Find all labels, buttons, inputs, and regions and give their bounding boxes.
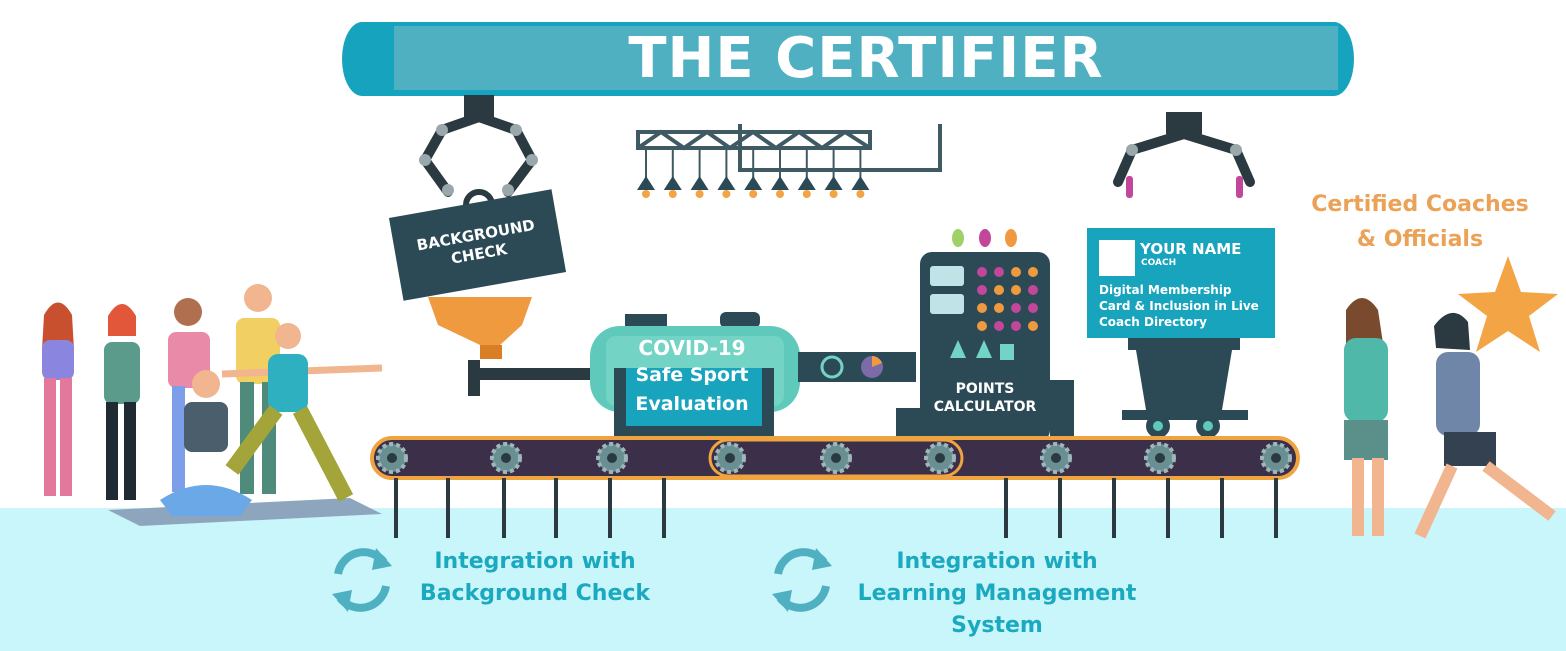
integration-line1: Integration with bbox=[896, 549, 1098, 574]
points-line2: CALCULATOR bbox=[933, 399, 1037, 415]
left-claw-icon bbox=[419, 95, 538, 206]
card-desc-line2: Card & Inclusion in Live bbox=[1099, 299, 1259, 313]
gear-icon bbox=[1260, 442, 1292, 474]
gear-icon bbox=[1144, 442, 1176, 474]
belt-legs bbox=[394, 478, 1278, 538]
tank-line3: Evaluation bbox=[635, 393, 749, 415]
lamp-row bbox=[637, 148, 870, 198]
gear-icon bbox=[1040, 442, 1072, 474]
lamp-icon bbox=[717, 148, 736, 198]
card-desc-line1: Digital Membership bbox=[1099, 283, 1232, 297]
gear-icon bbox=[490, 442, 522, 474]
gear-icon bbox=[714, 442, 746, 474]
yoga-mat bbox=[108, 498, 382, 526]
right-claw-icon bbox=[1113, 112, 1255, 198]
gear-icon bbox=[820, 442, 852, 474]
lamp-icon bbox=[744, 148, 763, 198]
knob-icon bbox=[1011, 303, 1021, 313]
lamp-icon bbox=[797, 148, 816, 198]
knob-icon bbox=[977, 303, 987, 313]
card-description: Digital Membership Card & Inclusion in L… bbox=[1099, 282, 1271, 330]
gear-icon bbox=[924, 442, 956, 474]
card-name: YOUR NAME bbox=[1140, 240, 1242, 258]
integration-line2: Learning Management bbox=[857, 581, 1137, 606]
sync-icon bbox=[332, 548, 392, 612]
floor-area bbox=[0, 508, 1566, 651]
knob-icon bbox=[1011, 321, 1021, 331]
person-figure bbox=[1344, 298, 1388, 536]
knob-icon bbox=[994, 303, 1004, 313]
sync-icon bbox=[772, 548, 832, 612]
evaluation-tank-label: COVID-19 Safe Sport Evaluation bbox=[612, 335, 772, 419]
person-figure bbox=[104, 304, 140, 500]
integration-line2: Background Check bbox=[419, 581, 651, 606]
tank-line2: Safe Sport bbox=[635, 364, 749, 386]
knob-icon bbox=[1028, 321, 1038, 331]
lamp-rail-icon bbox=[636, 124, 942, 172]
person-figure bbox=[160, 370, 252, 516]
points-calculator-label: POINTS CALCULATOR bbox=[918, 380, 1052, 416]
hopper-icon bbox=[428, 297, 598, 396]
mine-cart-icon bbox=[1122, 338, 1248, 438]
card-photo-placeholder bbox=[1099, 240, 1135, 276]
lamp-icon bbox=[824, 148, 843, 198]
knob-icon bbox=[977, 267, 987, 277]
page-title: THE CERTIFIER bbox=[628, 26, 1104, 91]
certified-line1: Certified Coaches bbox=[1311, 192, 1529, 217]
gear-icon bbox=[376, 442, 408, 474]
card-role: COACH bbox=[1141, 258, 1177, 268]
lamp-icon bbox=[637, 148, 655, 198]
knob-icon bbox=[1011, 285, 1021, 295]
belt-gears bbox=[376, 442, 1292, 474]
knob-icon bbox=[977, 321, 987, 331]
tank-line1: COVID-19 bbox=[638, 336, 746, 360]
points-calculator-machine-icon bbox=[896, 229, 1074, 442]
lamp-icon bbox=[690, 148, 709, 198]
knob-icon bbox=[994, 285, 1004, 295]
people-group-right bbox=[1344, 298, 1556, 539]
integration-lms-label: Integration with Learning Management Sys… bbox=[838, 546, 1156, 642]
integration-background-check-label: Integration with Background Check bbox=[400, 546, 670, 610]
control-knobs bbox=[977, 267, 1038, 331]
knob-icon bbox=[1028, 267, 1038, 277]
integration-line3: System bbox=[951, 613, 1043, 638]
conveyor-belt bbox=[370, 436, 1300, 538]
card-desc-line3: Coach Directory bbox=[1099, 315, 1207, 329]
person-figure bbox=[42, 302, 74, 496]
knob-icon bbox=[994, 321, 1004, 331]
knob-icon bbox=[1011, 267, 1021, 277]
evaluation-tank-icon bbox=[590, 312, 916, 436]
knob-icon bbox=[994, 267, 1004, 277]
certified-label: Certified Coaches & Officials bbox=[1300, 187, 1540, 257]
knob-icon bbox=[1028, 285, 1038, 295]
points-line1: POINTS bbox=[955, 381, 1015, 397]
gear-icon bbox=[596, 442, 628, 474]
title-banner-inner bbox=[394, 26, 1338, 90]
knob-icon bbox=[1028, 303, 1038, 313]
lamp-icon bbox=[851, 148, 870, 198]
lamp-icon bbox=[663, 148, 682, 198]
people-group-left bbox=[42, 284, 383, 516]
person-figure bbox=[1414, 312, 1556, 539]
knob-icon bbox=[977, 285, 987, 295]
certified-line2: & Officials bbox=[1356, 227, 1484, 252]
person-figure bbox=[221, 323, 383, 502]
star-icon bbox=[1458, 256, 1558, 352]
lamp-icon bbox=[771, 148, 789, 198]
integration-line1: Integration with bbox=[434, 549, 636, 574]
